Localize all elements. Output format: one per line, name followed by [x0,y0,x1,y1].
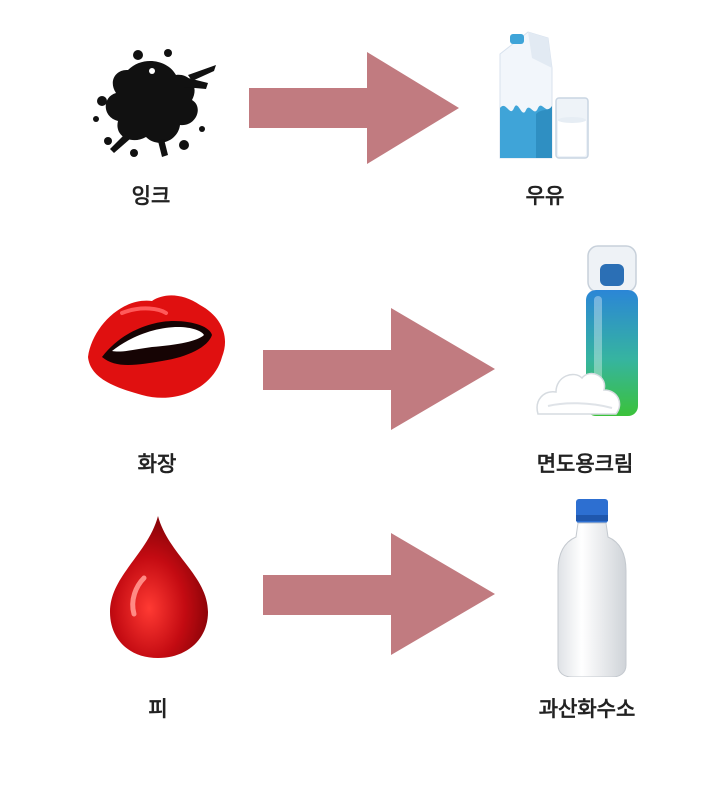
makeup-label: 화장 [137,452,177,476]
arrow-right-3 [263,533,495,655]
milk-label: 우유 [525,184,565,208]
white-bottle-icon [556,497,628,677]
shaving-cream-label: 면도용크림 [536,452,634,476]
milk-carton-glass-icon [492,28,597,168]
ink-splat-icon [88,45,218,160]
shaving-cream-can-icon [534,244,646,424]
hydrogen-peroxide-label: 과산화수소 [538,697,636,721]
blood-label: 피 [148,697,168,721]
red-lips-icon [82,287,232,407]
arrow-right-1 [249,52,459,164]
ink-label: 잉크 [131,184,171,208]
arrow-right-2 [263,308,495,430]
blood-drop-icon [108,514,210,660]
